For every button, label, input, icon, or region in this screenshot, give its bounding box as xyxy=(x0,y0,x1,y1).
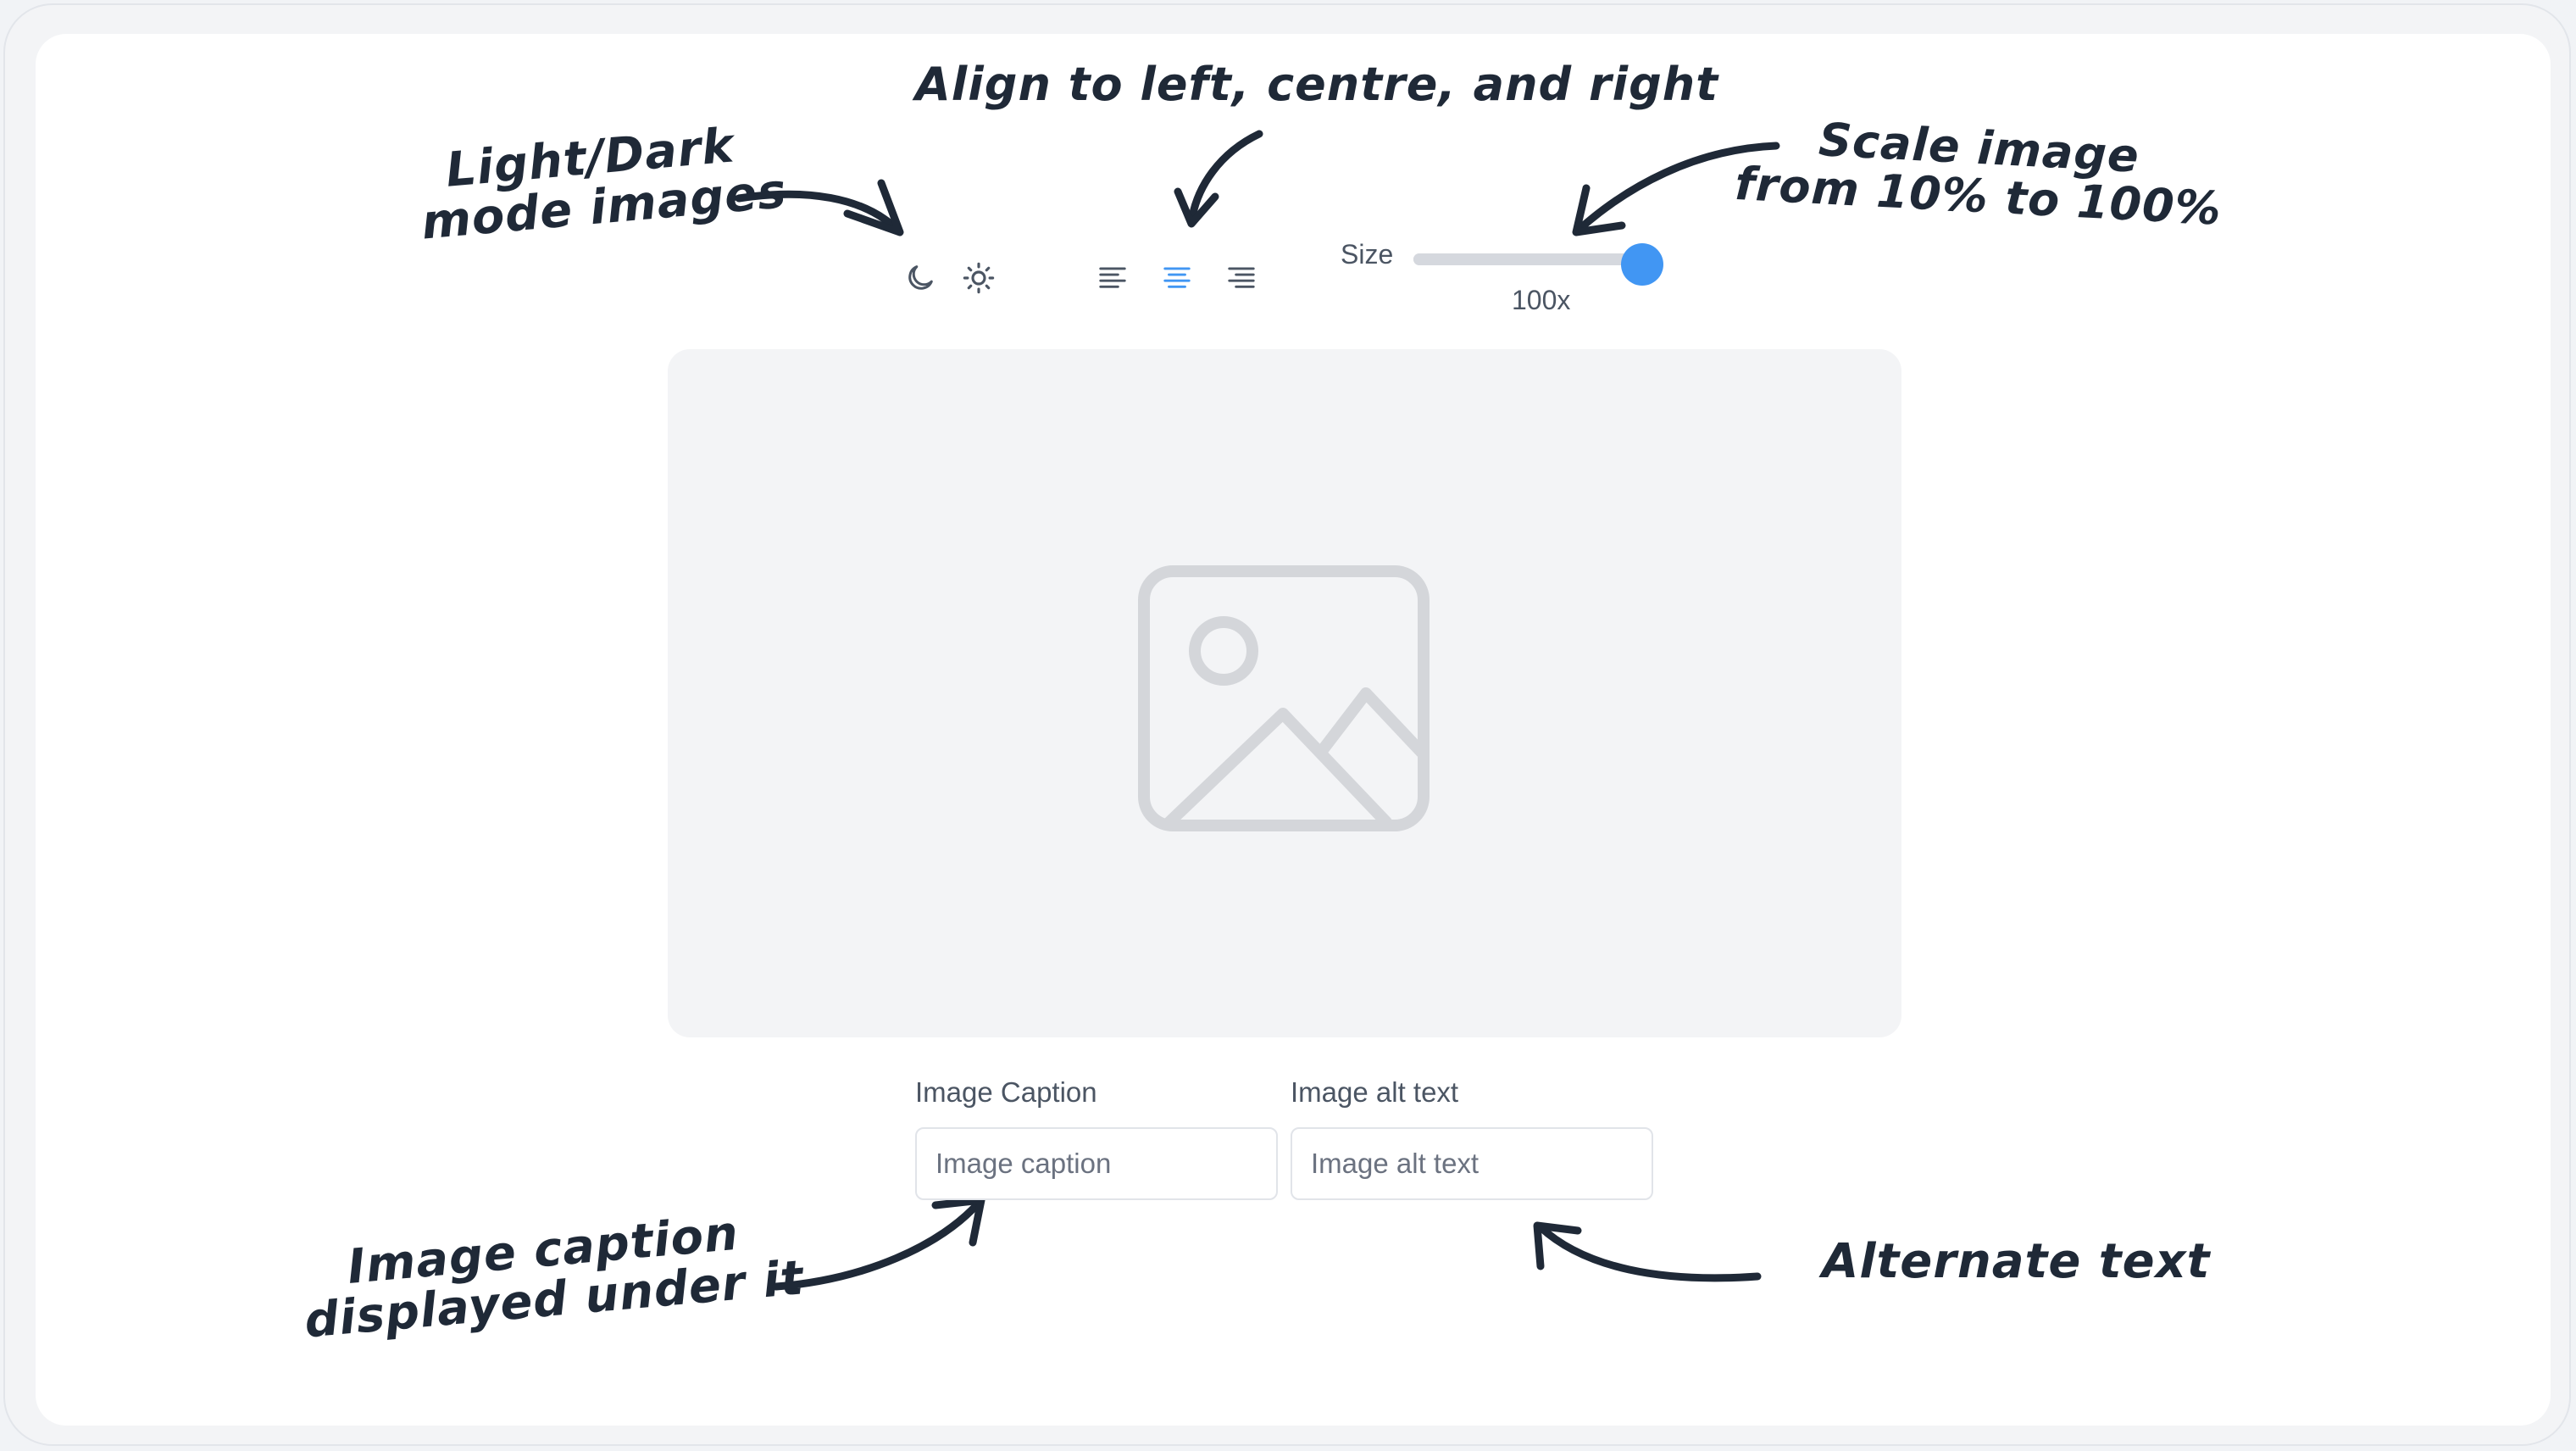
size-value: 100x xyxy=(1512,285,1571,315)
moon-icon xyxy=(908,265,933,290)
caption-input[interactable] xyxy=(915,1127,1278,1200)
align-right-button[interactable] xyxy=(1218,254,1265,302)
align-right-icon xyxy=(1228,267,1255,288)
size-label: Size xyxy=(1341,239,1394,270)
align-left-button[interactable] xyxy=(1089,254,1136,302)
image-placeholder-icon xyxy=(1138,565,1430,831)
alt-text-label: Image alt text xyxy=(1291,1076,1459,1108)
annotation-alt: Alternate text xyxy=(1822,1234,2211,1289)
align-center-button[interactable] xyxy=(1153,254,1201,302)
dark-mode-button[interactable] xyxy=(897,254,944,302)
size-slider-thumb[interactable] xyxy=(1621,243,1663,286)
alt-text-input[interactable] xyxy=(1291,1127,1653,1200)
size-slider-fill xyxy=(1413,253,1642,265)
caption-label: Image Caption xyxy=(915,1076,1097,1108)
image-preview[interactable] xyxy=(668,349,1901,1037)
annotation-align: Align to left, centre, and right xyxy=(915,58,1719,111)
sun-icon xyxy=(963,262,995,294)
size-slider[interactable] xyxy=(1413,243,1663,286)
align-left-icon xyxy=(1099,267,1126,288)
size-slider-track xyxy=(1413,243,1663,286)
align-center-icon xyxy=(1163,267,1191,288)
light-mode-button[interactable] xyxy=(955,254,1002,302)
